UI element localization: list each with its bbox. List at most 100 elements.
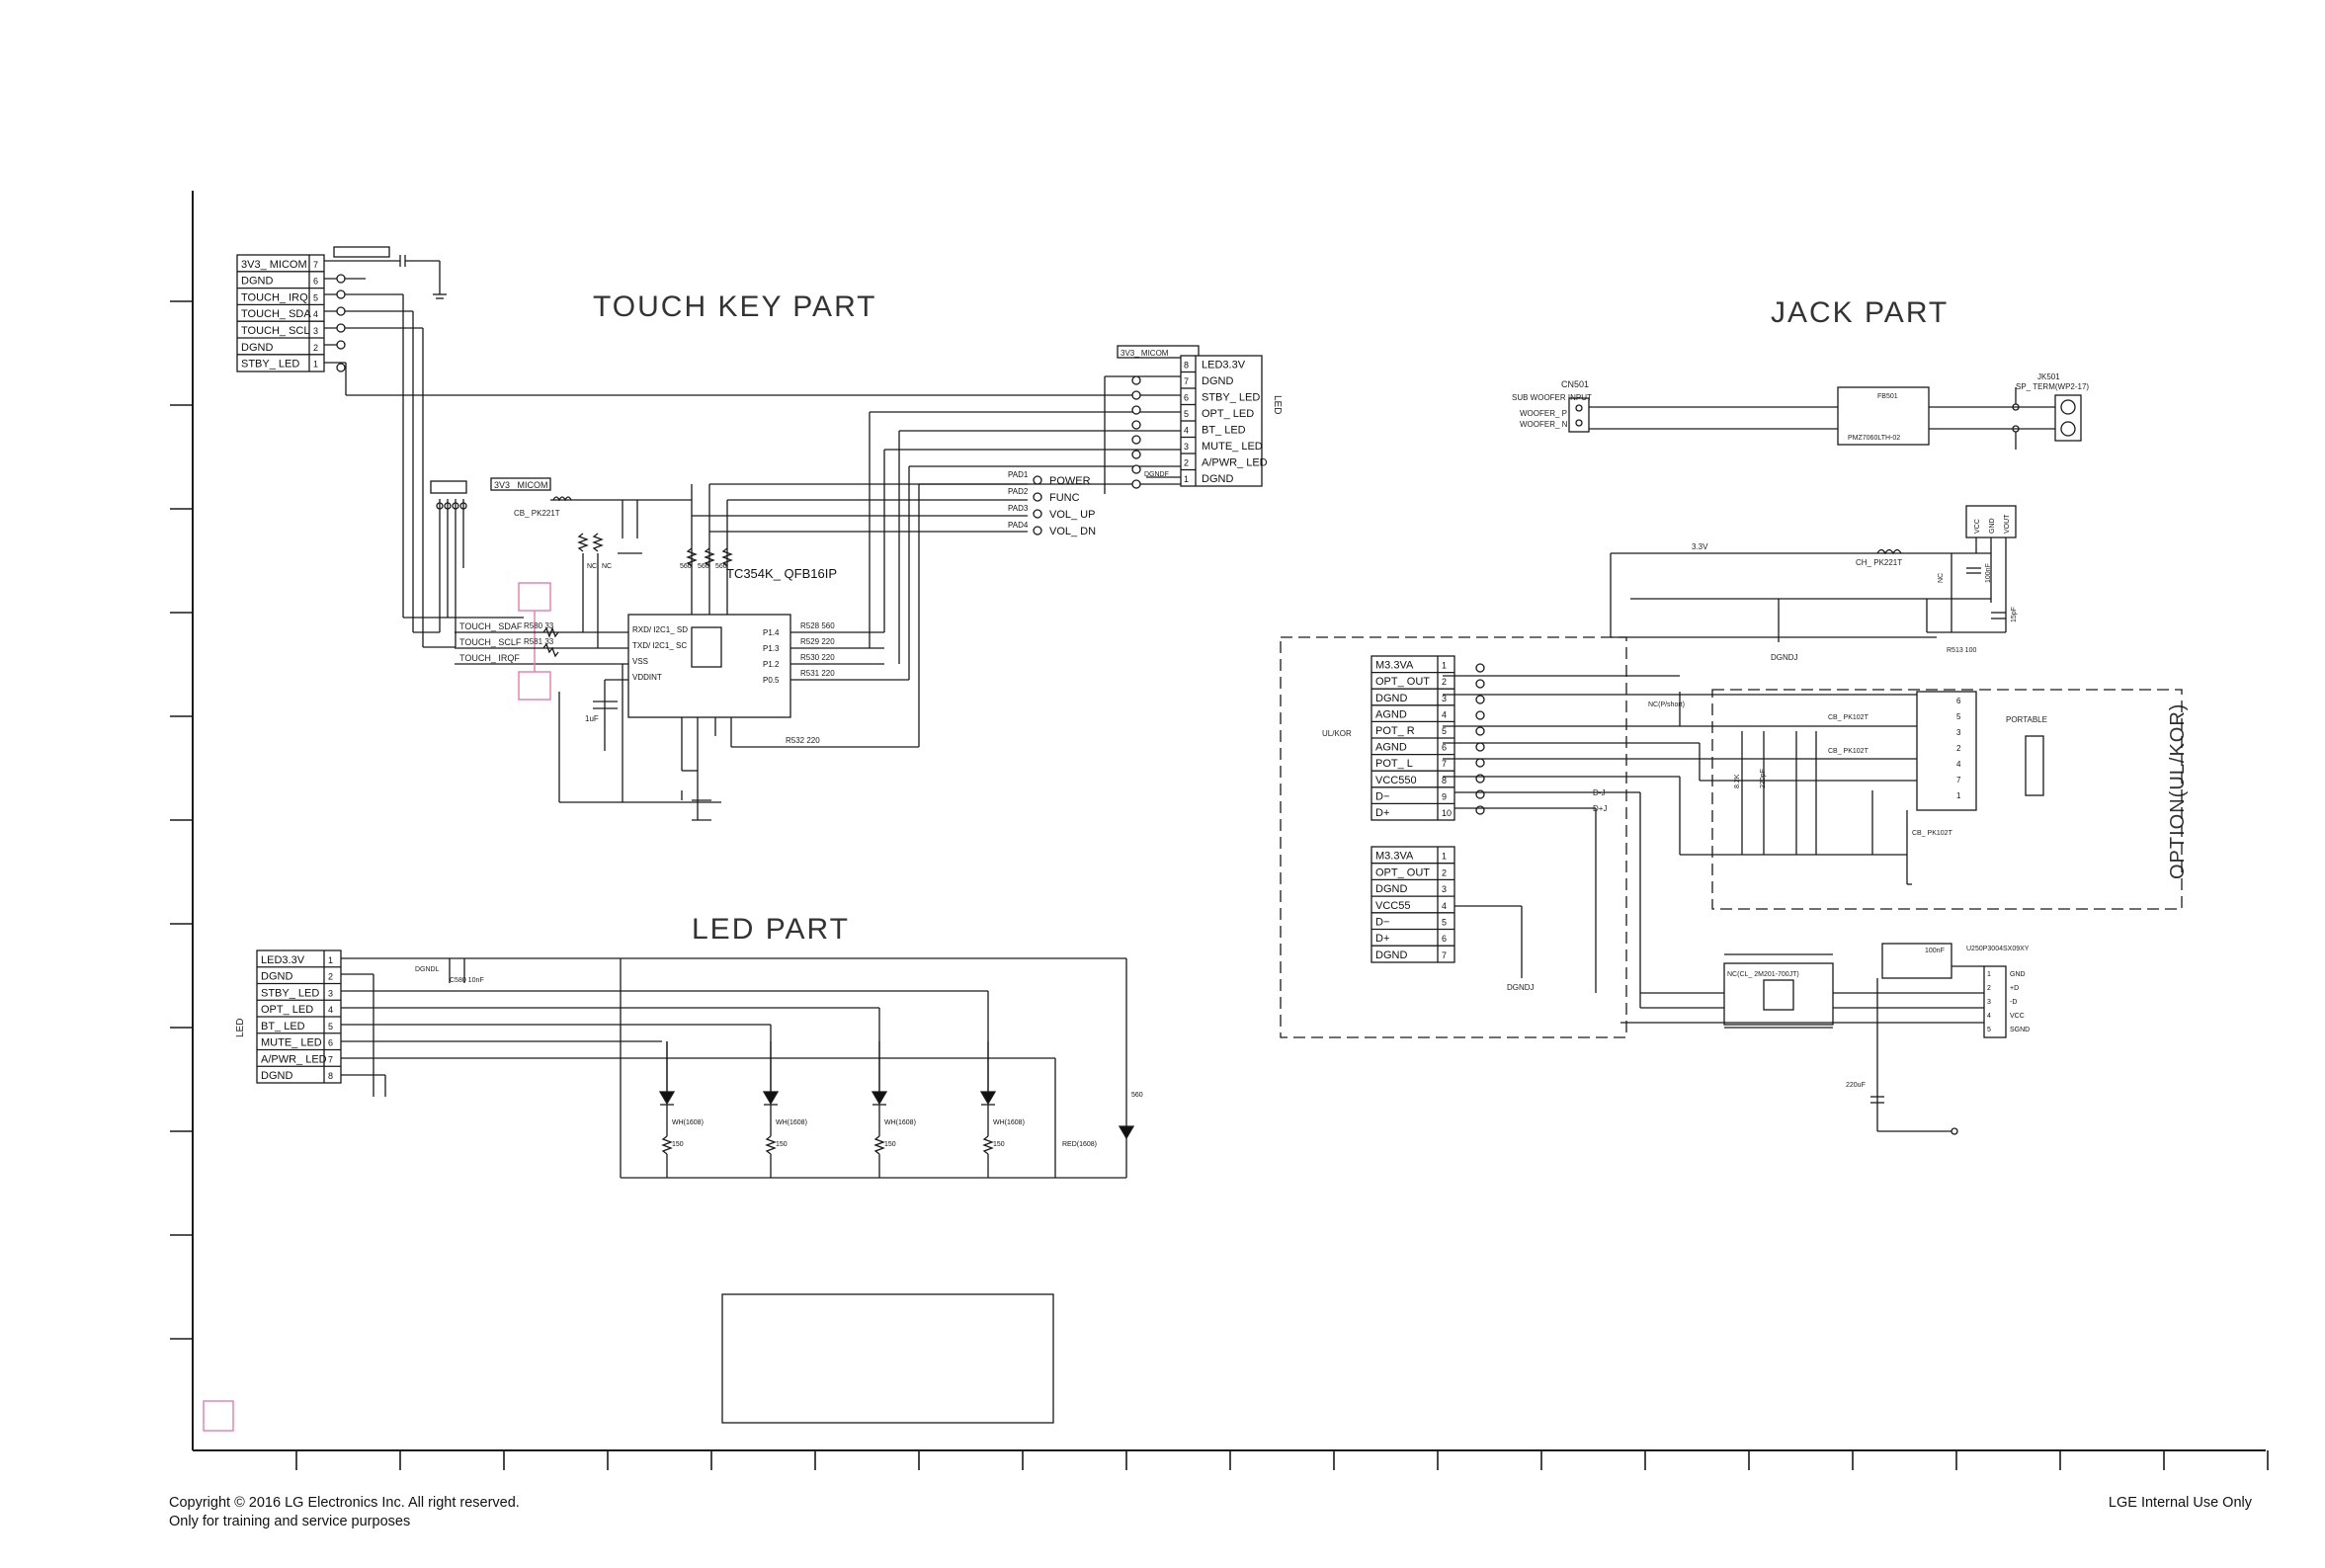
copyright-notice: Copyright © 2016 LG Electronics Inc. All… bbox=[169, 1495, 520, 1511]
jack-a-label-4: AGND bbox=[1375, 708, 1407, 720]
usb-pin-num-2: 3 bbox=[1987, 999, 1991, 1006]
led-out-label-8: LED3.3V bbox=[1202, 360, 1246, 371]
touch-conn-pin-5: 5 bbox=[313, 292, 318, 302]
jack-a-pin-2: 2 bbox=[1442, 677, 1447, 687]
touch-conn-label-6: DGND bbox=[241, 276, 273, 288]
choke-label: NC(CL_ 2M201-700JT) bbox=[1727, 971, 1799, 978]
jack-speaker-section: CN501 SUB WOOFER INPUT WOOFER_ P WOOFER_… bbox=[1512, 372, 2089, 450]
jack-a-label-6: AGND bbox=[1375, 742, 1407, 754]
cap-220uf-label: 220uF bbox=[1846, 1082, 1866, 1089]
usb-pin-label-3: VCC bbox=[2010, 1013, 2025, 1020]
led-white-label-3: WH(1608) bbox=[993, 1119, 1025, 1126]
led-out-label-6: STBY_ LED bbox=[1202, 392, 1260, 404]
bead-label: CB_ PK221T bbox=[514, 509, 560, 518]
usb-pin-num-1: 2 bbox=[1987, 985, 1991, 992]
jack-a-label-3: DGND bbox=[1375, 693, 1407, 704]
ic-right-pin-3: P0.5 bbox=[763, 676, 780, 685]
net-touch-sdaf: TOUCH_ SDAF bbox=[459, 621, 523, 631]
usb-pin-label-1: +D bbox=[2010, 985, 2019, 992]
led-out-pin-5: 5 bbox=[1184, 409, 1189, 419]
portable-label: PORTABLE bbox=[2006, 715, 2047, 724]
led-wiring: DGNDL C580 10nF WH(1608)150WH(1608)150WH… bbox=[341, 957, 1143, 1179]
led-out-label-7: DGND bbox=[1202, 375, 1233, 387]
touch-conn-pin-3: 3 bbox=[313, 326, 318, 336]
jack-a-pin-8: 8 bbox=[1442, 776, 1447, 785]
ic-right-pin-0: P1.4 bbox=[763, 628, 780, 637]
led-in-label-7: A/PWR_ LED bbox=[261, 1053, 327, 1065]
jack-a-label-5: POT_ R bbox=[1375, 725, 1415, 737]
jack-b-pin-1: 1 bbox=[1442, 852, 1447, 862]
led-out-pin-3: 3 bbox=[1184, 442, 1189, 452]
jack-a-pin-7: 7 bbox=[1442, 759, 1447, 769]
jack-usb-section: D-J D+J DGNDJ NC(CL_ 2M201-700JT) 100nF … bbox=[1454, 788, 2030, 1135]
cap-15pf: 15pF bbox=[2011, 607, 2018, 622]
touch-key-title: TOUCH KEY PART bbox=[593, 290, 877, 323]
pad-ref-4: PAD4 bbox=[1008, 521, 1029, 530]
touch-conn-label-1: STBY_ LED bbox=[241, 359, 299, 371]
led-r150-label-1: 150 bbox=[776, 1141, 788, 1148]
fb501-label: FB501 bbox=[1877, 393, 1898, 400]
net-touch-sclf: TOUCH_ SCLF bbox=[459, 637, 522, 647]
touch-conn-label-4: TOUCH_ SDA bbox=[241, 308, 311, 320]
ic-left-pin-1: TXD/ I2C1_ SC bbox=[632, 641, 687, 650]
jack-a-label-1: M3.3VA bbox=[1375, 660, 1414, 672]
pad-label-3: VOL_ UP bbox=[1049, 509, 1095, 521]
jack-a-pin-9: 9 bbox=[1442, 791, 1447, 801]
led-r150-label-3: 150 bbox=[993, 1141, 1005, 1148]
jack-b-pin-3: 3 bbox=[1442, 884, 1447, 894]
dgnd-bottom-label: DGNDJ bbox=[1507, 983, 1535, 992]
jack-b-label-7: DGND bbox=[1375, 949, 1407, 961]
usb-pin-label-0: GND bbox=[2010, 971, 2026, 978]
jack-option-block: NC(P/short) CB_ PK102T CB_ PK102T PORTAB… bbox=[1443, 675, 2183, 910]
cb1-label: CB_ PK102T bbox=[1828, 714, 1869, 721]
jk501-label: JK501 bbox=[2037, 372, 2060, 381]
bead1-label: CH_ PK221T bbox=[1856, 558, 1902, 567]
jack-a-pin-4: 4 bbox=[1442, 709, 1447, 719]
jack-b-label-3: DGND bbox=[1375, 883, 1407, 895]
touch-conn-pin-2: 2 bbox=[313, 343, 318, 353]
training-notice: Only for training and service purposes bbox=[169, 1514, 411, 1529]
led-in-label-2: DGND bbox=[261, 971, 292, 983]
option-pin-5: 5 bbox=[1956, 712, 1961, 721]
led-out-pin-7: 7 bbox=[1184, 376, 1189, 386]
jack-a-pin-10: 10 bbox=[1442, 808, 1452, 818]
dplus-label: D+J bbox=[1593, 804, 1607, 813]
option-pin-1: 1 bbox=[1956, 791, 1961, 800]
r529-label: R529 220 bbox=[800, 637, 835, 646]
reg-pin-0: VCC bbox=[1974, 519, 1981, 534]
jack-b-label-1: M3.3VA bbox=[1375, 851, 1414, 863]
r532-label: R532 220 bbox=[786, 736, 820, 745]
usb-cap-label: 100nF bbox=[1925, 948, 1945, 954]
led-out-side-label: LED bbox=[1272, 395, 1283, 414]
reg-pin-1: GND bbox=[1989, 518, 1996, 534]
led-out-pin-6: 6 bbox=[1184, 393, 1189, 403]
led-out-label-5: OPT_ LED bbox=[1202, 408, 1254, 420]
led-r150-label-2: 150 bbox=[884, 1141, 896, 1148]
r528-label: R528 560 bbox=[800, 621, 835, 630]
jack-a-pin-6: 6 bbox=[1442, 743, 1447, 753]
internal-use-notice: LGE Internal Use Only bbox=[2108, 1495, 2252, 1511]
reg-pin-2: VOUT bbox=[2004, 514, 2011, 534]
led-in-label-5: BT_ LED bbox=[261, 1021, 305, 1032]
jack-b-label-2: OPT_ OUT bbox=[1375, 867, 1430, 878]
jack-a-pin-5: 5 bbox=[1442, 726, 1447, 736]
jack-b-label-6: D+ bbox=[1375, 933, 1389, 945]
led-white-label-1: WH(1608) bbox=[776, 1119, 807, 1126]
touch-conn-label-7: 3V3_ MICOM bbox=[241, 259, 307, 271]
woofer-n-label: WOOFER_ N bbox=[1520, 420, 1568, 429]
led-in-side-label: LED bbox=[235, 1019, 246, 1037]
led-out-label-1: DGND bbox=[1202, 473, 1233, 485]
touch-conn-pin-6: 6 bbox=[313, 277, 318, 287]
usb-pin-label-4: SGND bbox=[2010, 1027, 2030, 1033]
bottom-ticks bbox=[295, 1450, 2269, 1470]
cn501-label: CN501 bbox=[1561, 379, 1589, 389]
jack-b-pin-6: 6 bbox=[1442, 934, 1447, 944]
led-part-title: LED PART bbox=[692, 913, 850, 946]
led-out-pin-8: 8 bbox=[1184, 361, 1189, 371]
led-in-pin-4: 4 bbox=[328, 1005, 333, 1015]
